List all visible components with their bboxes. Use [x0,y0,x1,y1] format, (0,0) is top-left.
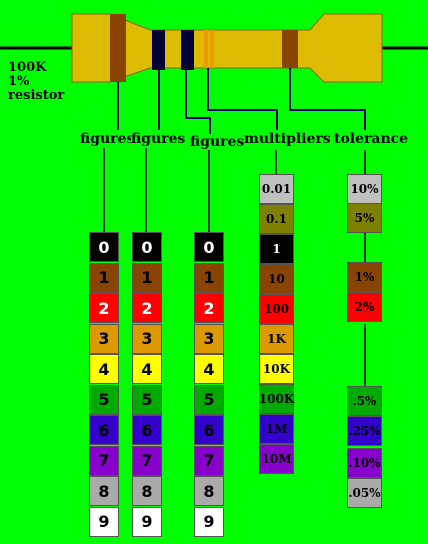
digit-box-figures-3-6: 6 [194,415,224,445]
band-black-2 [181,30,194,70]
digit-box-figures-3-7: 7 [194,445,224,476]
tolerance-box-3: 2% [347,292,382,322]
digit-box-figures-3-2: 2 [194,293,224,323]
tolerance-box-5: .25% [347,416,382,446]
digit-box-figures-1-8: 8 [89,476,119,506]
digit-box-figures-1-1: 1 [89,262,119,293]
digit-box-figures-1-3: 3 [89,323,119,354]
digit-box-figures-2-7: 7 [132,445,162,476]
digit-box-figures-3-5: 5 [194,384,224,415]
digit-box-figures-1-7: 7 [89,445,119,476]
band-orange-2 [210,30,214,68]
band-brown-2 [282,30,298,68]
connector-figures3 [185,70,211,135]
heading-figures-2: figures [131,131,186,147]
band-black-1 [152,30,165,70]
digit-box-figures-3-9: 9 [194,506,224,537]
connector-tolerance [289,68,366,130]
multiplier-box-2: 1 [259,234,294,264]
digit-box-figures-1-6: 6 [89,415,119,445]
digit-box-figures-3-1: 1 [194,262,224,293]
digit-box-figures-2-5: 5 [132,384,162,415]
heading-tolerance: tolerance [334,131,409,147]
digit-box-figures-1-2: 2 [89,293,119,323]
multiplier-box-3: 10 [259,264,294,294]
digit-box-figures-2-6: 6 [132,415,162,445]
heading-figures-1: figures [80,131,135,147]
heading-multipliers: multipliers [244,131,331,147]
digit-box-figures-3-8: 8 [194,476,224,506]
digit-box-figures-1-0: 0 [89,232,119,262]
connector-lines [117,68,366,135]
digit-box-figures-2-1: 1 [132,262,162,293]
band-brown-1 [110,14,126,82]
digit-box-figures-2-4: 4 [132,354,162,384]
tolerance-box-0: 10% [347,174,382,204]
column-lines [103,148,366,386]
digit-box-figures-1-5: 5 [89,384,119,415]
multiplier-box-0: 0.01 [259,174,294,204]
tolerance-box-7: .05% [347,478,382,508]
multiplier-box-9: 10M [259,444,294,474]
heading-figures-3: figures [190,134,245,150]
multiplier-box-4: 100 [259,294,294,324]
tolerance-box-4: .5% [347,386,382,416]
tolerance-box-6: .10% [347,448,382,478]
digit-box-figures-2-2: 2 [132,293,162,323]
digit-box-figures-3-3: 3 [194,323,224,354]
resistor-caption: 100K 1% resistor [8,60,65,103]
connector-multipliers [207,68,278,130]
multiplier-box-1: 0.1 [259,204,294,234]
tolerance-box-1: 5% [347,203,382,233]
digit-box-figures-2-3: 3 [132,323,162,354]
digit-box-figures-3-0: 0 [194,232,224,262]
digit-box-figures-2-8: 8 [132,476,162,506]
multiplier-box-6: 10K [259,354,294,384]
digit-box-figures-2-0: 0 [132,232,162,262]
digit-box-figures-1-9: 9 [89,506,119,537]
band-orange-1 [204,30,208,68]
digit-box-figures-3-4: 4 [194,354,224,384]
tolerance-box-2: 1% [347,262,382,292]
digit-box-figures-2-9: 9 [132,506,162,537]
multiplier-box-8: 1M [259,414,294,444]
multiplier-box-7: 100K [259,384,294,414]
multiplier-box-5: 1K [259,324,294,354]
digit-box-figures-1-4: 4 [89,354,119,384]
